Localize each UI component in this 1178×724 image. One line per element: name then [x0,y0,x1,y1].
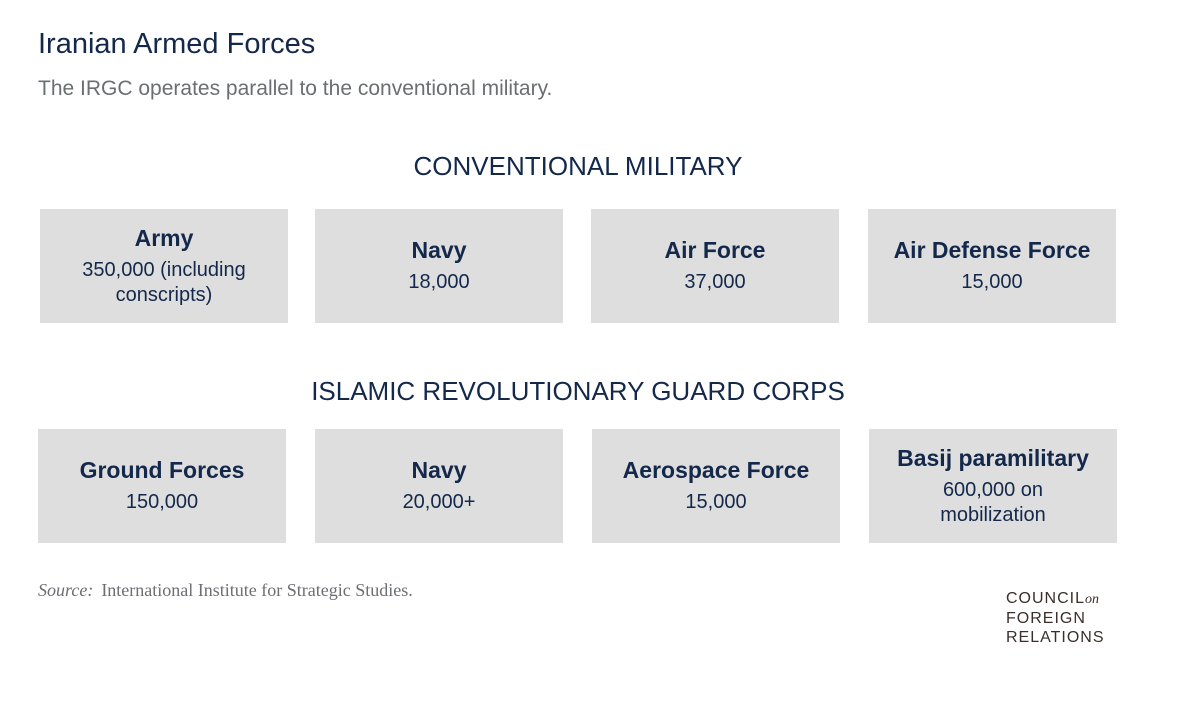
unit-name: Navy [411,237,467,263]
logo-line1: COUNCIL [1006,590,1086,607]
unit-name: Aerospace Force [622,457,810,483]
logo-line3: RELATIONS [1006,629,1105,646]
unit-value: 600,000 on mobilization [940,478,1046,526]
unit-name: Ground Forces [79,457,245,483]
unit-box-irgc-navy: Navy 20,000+ [315,429,563,543]
unit-value: 150,000 [125,491,199,513]
source-note: Source: International Institute for Strat… [38,580,413,601]
unit-value: 20,000+ [402,491,476,513]
unit-name: Navy [411,457,467,483]
source-label: Source: [38,580,94,600]
unit-value: 37,000 [684,271,746,293]
unit-value: 18,000 [408,271,470,293]
unit-value: 15,000 [961,271,1023,293]
unit-box-air-defense: Air Defense Force 15,000 [868,209,1116,323]
unit-value: 15,000 [685,491,747,513]
unit-box-army: Army 350,000 (including conscripts) [40,209,288,323]
logo-line2: FOREIGN [1006,610,1086,627]
logo-on: on [1085,592,1100,607]
source-text: International Institute for Strategic St… [101,580,413,600]
irgc-heading: ISLAMIC REVOLUTIONARY GUARD CORPS [311,376,845,406]
cfr-logo: COUNCILon FOREIGN RELATIONS [1006,589,1105,647]
chart-subtitle: The IRGC operates parallel to the conven… [38,77,553,100]
unit-box-air-force: Air Force 37,000 [591,209,839,323]
unit-box-ground-forces: Ground Forces 150,000 [38,429,286,543]
unit-box-aerospace: Aerospace Force 15,000 [592,429,840,543]
unit-box-basij: Basij paramilitary 600,000 on mobilizatio… [869,429,1117,543]
unit-value: 350,000 (including conscripts) [82,258,246,306]
unit-name: Air Force [664,237,766,263]
unit-name: Basij paramilitary [897,444,1089,471]
unit-name: Army [134,224,194,251]
unit-box-navy: Navy 18,000 [315,209,563,323]
chart-title: Iranian Armed Forces [38,28,316,60]
unit-name: Air Defense Force [893,237,1091,263]
conventional-heading: CONVENTIONAL MILITARY [413,151,743,181]
